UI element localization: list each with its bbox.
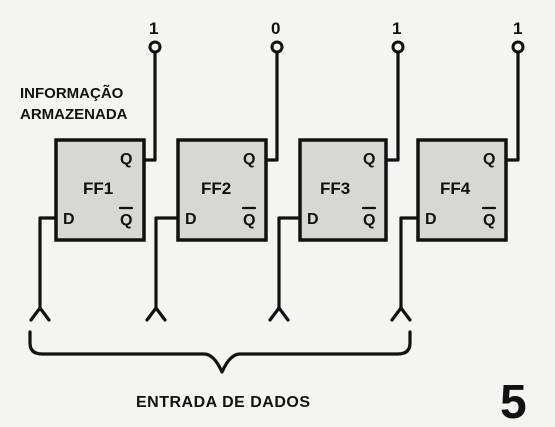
flip-flop-1-q-output-wire	[142, 51, 157, 162]
flip-flop-4-d-input-wire	[399, 216, 420, 310]
flip-flop-4-output-terminal	[511, 40, 525, 54]
flip-flop-2-stored-bit: 0	[271, 19, 280, 38]
flip-flop-2-name: FF2	[201, 179, 231, 198]
data-input-caption: ENTRADA DE DADOS	[136, 394, 311, 411]
flip-flop-3-d-input-arrow	[268, 306, 290, 322]
flip-flop-4-d-input-arrow	[390, 306, 412, 322]
data-input-brace	[28, 330, 412, 374]
flip-flop-4-name: FF4	[440, 179, 471, 198]
flip-flop-3-d-pin: D	[307, 211, 319, 228]
flip-flop-4: FF4 Q Q D 1	[390, 19, 525, 322]
storage-label-line1: INFORMAÇÃO	[20, 84, 124, 102]
flip-flop-4-q-output-wire	[504, 51, 520, 162]
flip-flop-2-body	[176, 138, 268, 242]
flip-flop-2-qbar-pin: Q	[243, 212, 255, 229]
flip-flop-1-d-pin: D	[63, 211, 75, 228]
flip-flop-2-q-output-wire	[264, 51, 279, 162]
flip-flop-2-d-pin: D	[185, 211, 197, 228]
flip-flop-1-q-pin: Q	[120, 151, 132, 168]
flip-flop-3-name: FF3	[320, 179, 350, 198]
flip-flop-1-name: FF1	[83, 179, 113, 198]
storage-label-line2: ARMAZENADA	[20, 106, 128, 123]
flip-flop-3: FF3 Q Q D 1	[268, 19, 405, 322]
flip-flop-2-d-input-wire	[154, 216, 180, 310]
flip-flop-2-q-pin: Q	[243, 151, 255, 168]
flip-flop-3-stored-bit: 1	[392, 19, 401, 38]
flip-flop-3-qbar-pin: Q	[363, 212, 375, 229]
flip-flop-3-d-input-wire	[277, 216, 302, 310]
flip-flop-1-d-input-wire	[38, 216, 58, 310]
flip-flop-4-body	[416, 138, 508, 242]
flip-flop-4-qbar-pin: Q	[483, 212, 495, 229]
flip-flop-3-body	[298, 138, 388, 242]
flip-flop-2: FF2 Q Q D 0	[145, 19, 284, 322]
flip-flop-1-d-input-arrow	[29, 306, 51, 322]
flip-flop-1-stored-bit: 1	[149, 19, 158, 38]
flip-flop-1-body	[54, 138, 146, 242]
flip-flop-3-q-pin: Q	[363, 151, 375, 168]
flip-flop-4-q-pin: Q	[483, 151, 495, 168]
flip-flop-1: FF1 Q Q D 1	[29, 19, 162, 322]
flip-flop-2-output-terminal	[270, 40, 284, 54]
flip-flop-2-d-input-arrow	[145, 306, 167, 322]
figure-number: 5	[500, 376, 527, 427]
flip-flop-4-d-pin: D	[425, 211, 437, 228]
flip-flop-3-q-output-wire	[384, 51, 400, 162]
flip-flop-1-qbar-pin: Q	[120, 212, 132, 229]
flip-flop-3-output-terminal	[391, 40, 405, 54]
flip-flop-4-stored-bit: 1	[513, 19, 522, 38]
flip-flop-1-output-terminal	[148, 40, 162, 54]
